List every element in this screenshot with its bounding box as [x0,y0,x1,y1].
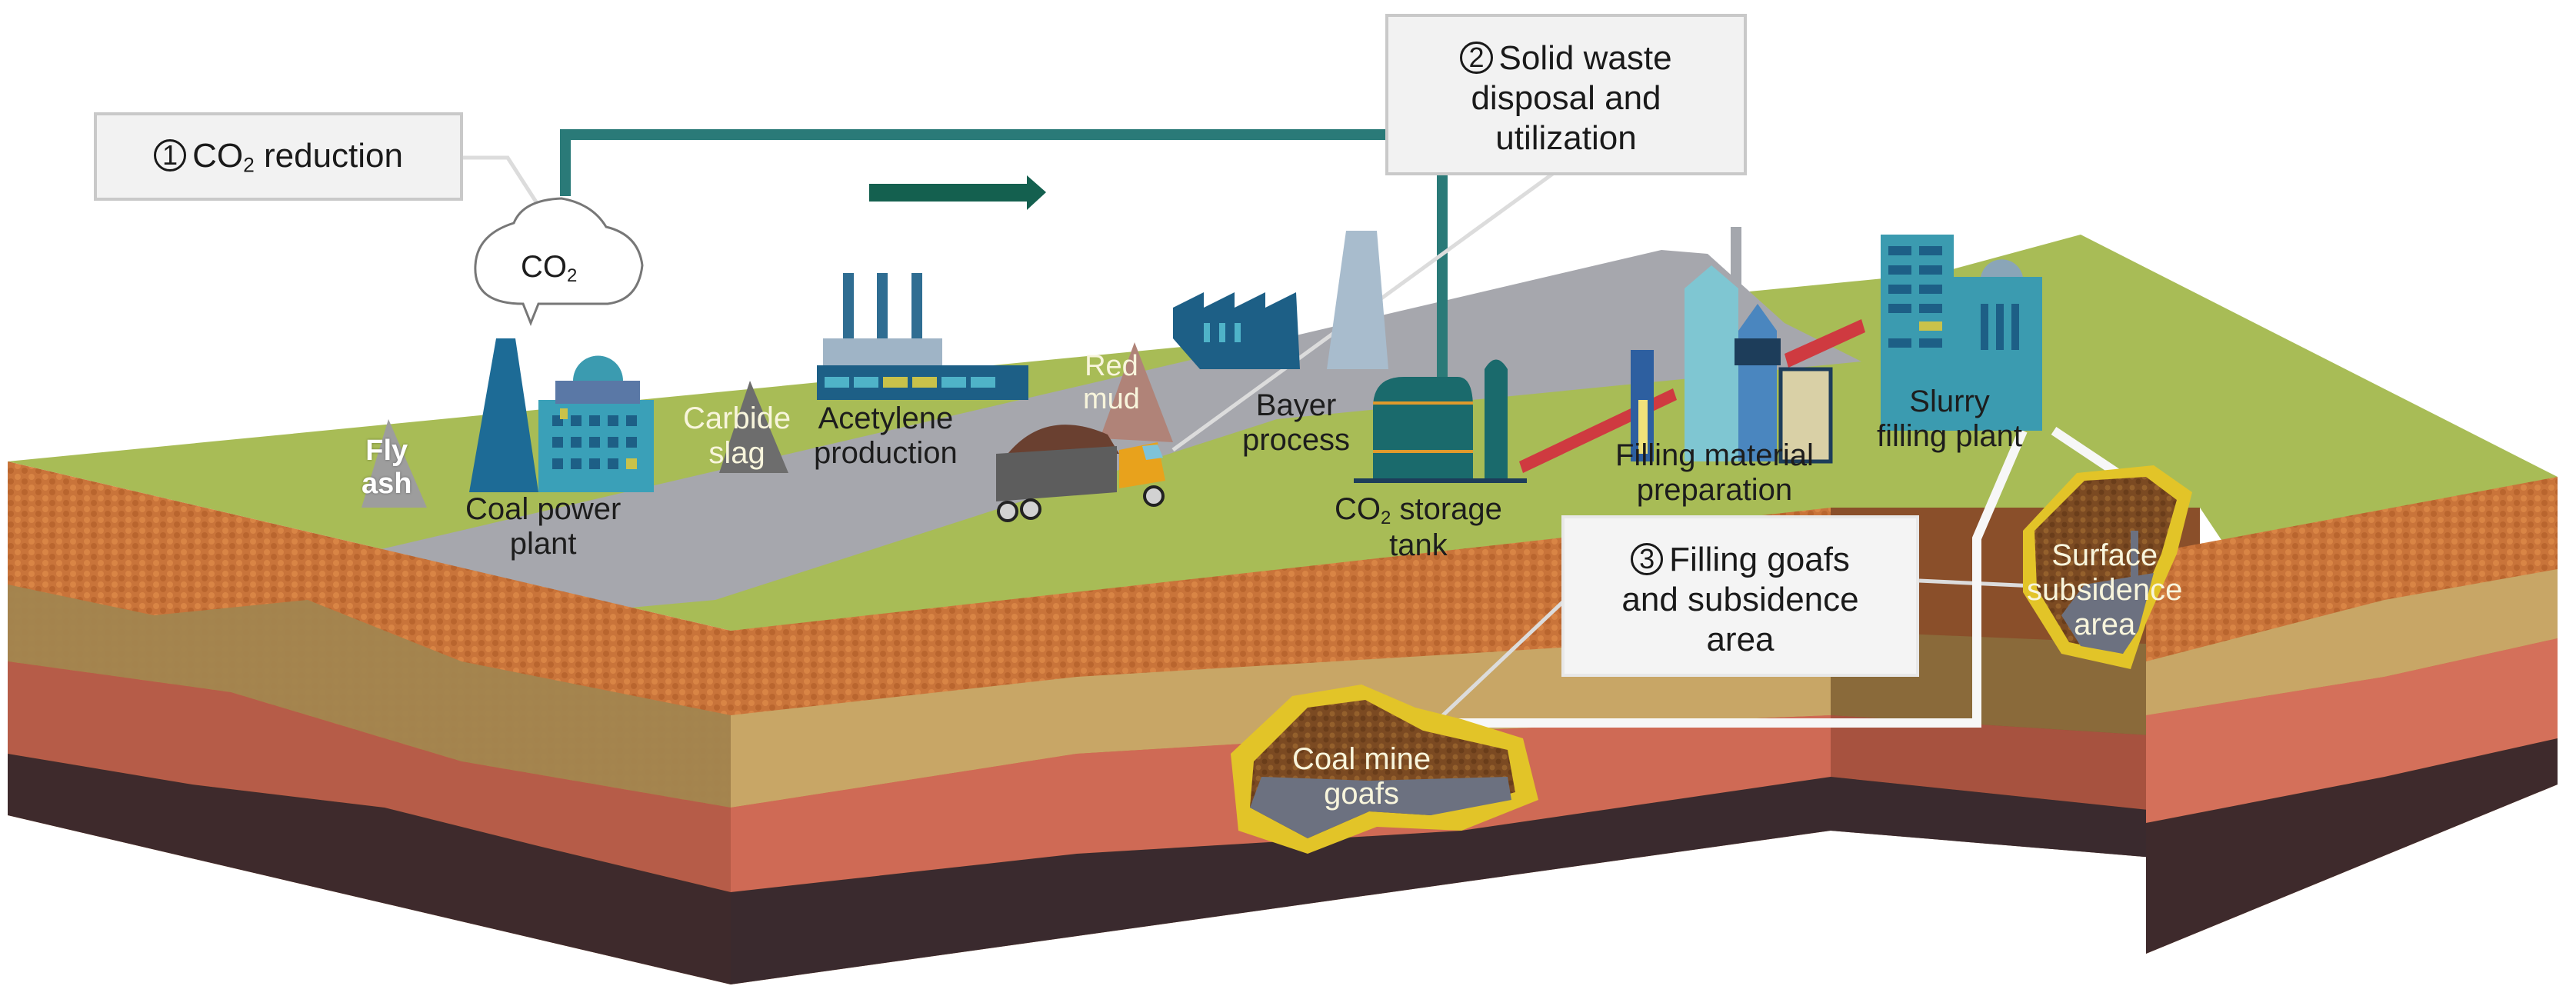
front-face-right [2146,477,2558,954]
carbide-slag-pile [719,381,788,473]
acetylene-plant-icon [817,273,1028,400]
front-face-left [8,461,731,984]
fly-ash-pile [362,419,427,508]
flow-arrow-right-icon [869,175,1046,210]
co2-storage-tank-icon [1354,359,1527,483]
number-1-icon: 1 [154,139,187,172]
filling-material-plant-icon [1631,227,1833,464]
number-3-icon: 3 [1631,543,1664,576]
red-mud-pile [1100,342,1173,442]
surface-subsidence-area [2023,465,2192,669]
co2-cloud-label: CO2 [521,250,578,286]
number-2-icon: 2 [1460,42,1493,75]
slurry-filling-plant-icon [1881,235,2042,431]
bayer-process-plant-icon [1173,231,1388,369]
dump-truck-icon [996,425,1165,522]
coal-mine-goaf [1231,685,1538,854]
coal-power-plant-icon [469,338,654,492]
co2-cloud-icon [474,197,644,327]
label-co2-storage-tank: CO2 storage tank [1335,492,1502,563]
